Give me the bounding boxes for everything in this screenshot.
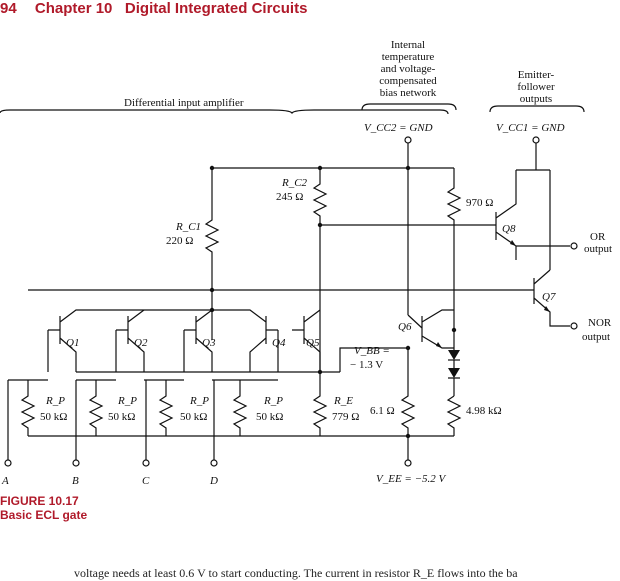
input-c-label: C [142,475,150,487]
r498-value: 4.98 kΩ [466,405,502,417]
input-a-label: A [1,475,9,487]
rp4-value: 50 kΩ [256,411,283,423]
rc2-value: 245 Ω [276,191,303,203]
re-value: 779 Ω [332,411,359,423]
rp4-name: R_P [263,395,283,407]
input-c-terminal [142,459,150,467]
page-header: 94 Chapter 10 Digital Integrated Circuit… [0,0,307,17]
or-label-2: output [584,243,612,255]
rp2-value: 50 kΩ [108,411,135,423]
vee-terminal [404,459,412,467]
vcc1-label: V_CC1 = GND [496,122,565,134]
or-label-1: OR [590,231,606,243]
diff-amp-label: Differential input amplifier [124,97,244,109]
or-terminal [570,242,578,250]
vcc2-rail [212,143,455,186]
figure-label: FIGURE 10.17 [0,494,79,508]
nor-terminal [570,322,578,330]
vee-label: V_EE = −5.2 V [376,473,447,485]
vcc2-terminal [404,136,412,144]
rp3-value: 50 kΩ [180,411,207,423]
bias-label-5: bias network [380,87,437,99]
q4-transistor [212,309,279,372]
nor-label-1: NOR [588,317,612,329]
rc2-resistor [312,168,328,340]
emitter-label-1: Emitter- [518,69,555,81]
diff-amp-bracket [0,109,449,115]
bias-label-4: compensated [379,75,437,87]
q1-transistor [47,309,212,372]
figure-caption: FIGURE 10.17 Basic ECL gate [0,494,87,522]
q8-label: Q8 [502,223,516,235]
r970-value: 970 Ω [466,197,493,209]
q8-arrow [510,240,516,246]
vcc1-terminal [532,136,540,144]
chapter-title: Digital Integrated Circuits [124,0,308,17]
vbb-label-1: V_BB = [354,345,390,357]
r61-value: 6.1 Ω [370,405,395,417]
input-a-terminal [4,459,12,467]
input-leads [7,380,215,460]
input-d-terminal [210,459,218,467]
rc1-value: 220 Ω [166,235,193,247]
diode-2 [448,368,460,378]
q5-transistor [292,309,321,372]
rp2-name: R_P [117,395,137,407]
q7-label: Q7 [542,291,556,303]
emitter-bracket [489,105,585,113]
q8-transistor [320,180,517,260]
q7-arrow [544,306,550,312]
rp3-name: R_P [189,395,209,407]
q6-label: Q6 [398,321,412,333]
q4-label: Q4 [272,337,286,349]
vcc1-rail [515,143,551,270]
bias-label-2: temperature [382,51,435,63]
bias-bracket [361,103,457,111]
bias-label-1: Internal [391,39,425,51]
r61-resistor [400,348,416,436]
input-b-label: B [72,475,79,487]
q3-label: Q3 [202,337,216,349]
rp3-resistor [158,380,174,436]
rc2-name: R_C2 [281,177,308,189]
input-d-label: D [209,475,218,487]
diode-1 [448,350,460,360]
rp1-resistor [20,380,36,436]
rc1-name: R_C1 [175,221,201,233]
r970-resistor [446,186,462,330]
vee-rail [28,435,454,460]
q3-transistor [183,309,213,372]
bias-label-3: and voltage- [381,63,436,75]
chapter-label: Chapter 10 [34,0,113,17]
input-b-terminal [72,459,80,467]
q5-label: Q5 [306,337,320,349]
rp1-value: 50 kΩ [40,411,67,423]
vcc2-label: V_CC2 = GND [364,122,433,134]
rc1-resistor [204,168,220,340]
q7-transistor [28,269,570,327]
rp4-resistor [232,380,248,436]
re-resistor [312,372,328,436]
q1-label: Q1 [66,337,79,349]
rp1-name: R_P [45,395,65,407]
r498-resistor [446,395,462,436]
nor-label-2: output [582,331,610,343]
q6-arrow [436,342,442,348]
re-name: R_E [333,395,353,407]
emitter-label-2: follower [517,81,555,93]
q2-transistor [115,309,145,372]
q6-transistor [407,168,454,349]
body-text: voltage needs at least 0.6 V to start co… [74,566,518,580]
vbb-label-2: − 1.3 V [350,359,383,371]
rp2-resistor [88,380,104,436]
emitter-label-3: outputs [520,93,552,105]
q2-label: Q2 [134,337,148,349]
figure-title: Basic ECL gate [0,508,88,522]
page-number: 94 [0,0,17,17]
